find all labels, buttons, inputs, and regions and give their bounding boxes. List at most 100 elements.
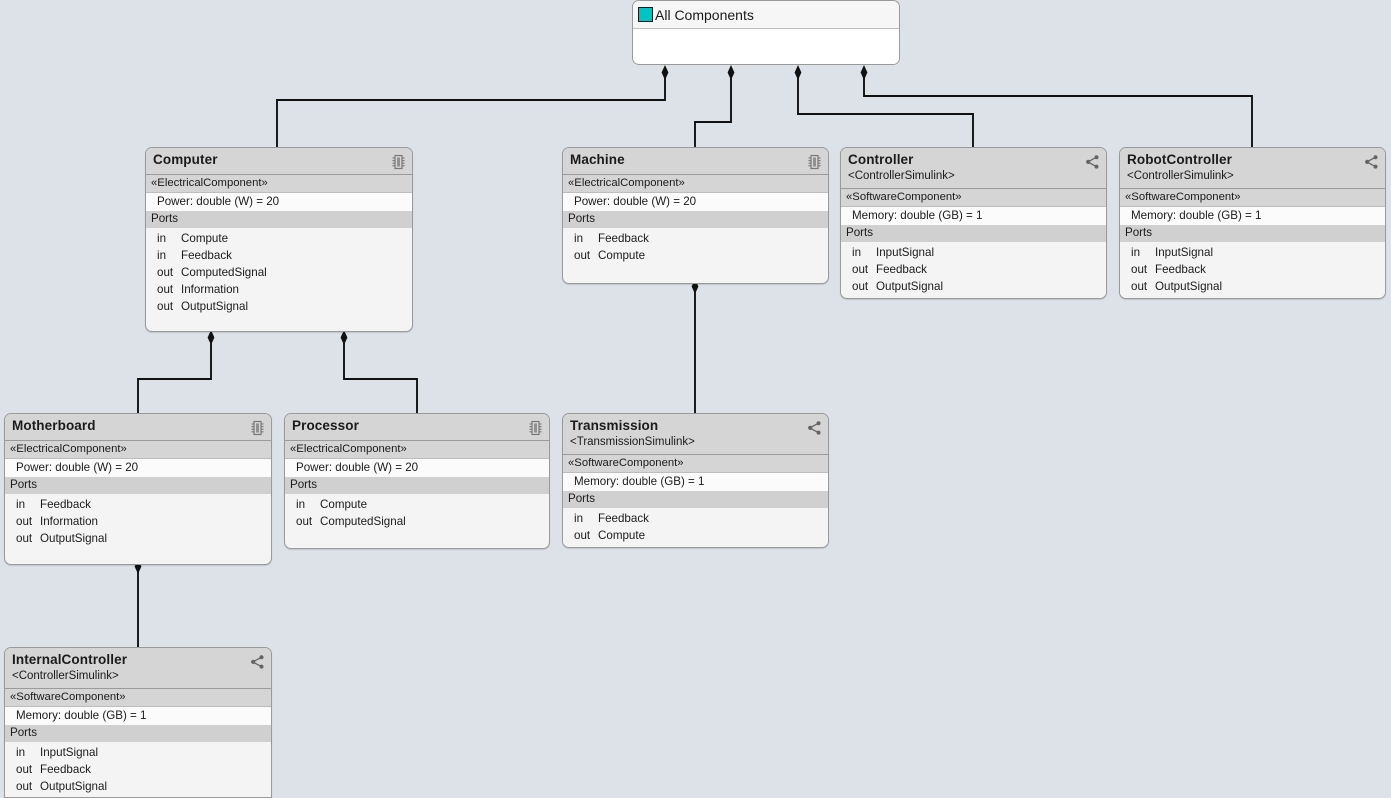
processor-stereotype: «ElectricalComponent»: [285, 441, 549, 459]
wire-allcomponents-controller: [797, 72, 974, 148]
controller-title: Controller: [848, 152, 914, 167]
internalcontroller-stereotype: «SoftwareComponent»: [5, 689, 271, 707]
transmission-property: Memory: double (GB) = 1: [563, 473, 828, 491]
machine-ports-header: Ports: [563, 211, 828, 228]
chip-icon[interactable]: [250, 420, 265, 436]
block-transmission[interactable]: Transmission <TransmissionSimulink> «Sof…: [562, 413, 829, 548]
processor-header: Processor: [285, 414, 549, 441]
controller-header: Controller <ControllerSimulink>: [841, 148, 1106, 189]
processor-title: Processor: [292, 418, 359, 433]
controller-ports-header: Ports: [841, 225, 1106, 242]
block-machine[interactable]: Machine «ElectricalComponent» Power: dou…: [562, 147, 829, 284]
robotcontroller-ports-header: Ports: [1120, 225, 1385, 242]
wire-allcomponents-robotcontroller: [863, 72, 1253, 148]
wire-allcomponents-computer: [276, 72, 666, 148]
processor-property: Power: double (W) = 20: [285, 459, 549, 477]
block-processor[interactable]: Processor «ElectricalComponent» Power: d…: [284, 413, 550, 549]
computer-stereotype: «ElectricalComponent»: [146, 175, 412, 193]
motherboard-ports-header: Ports: [5, 477, 271, 494]
simulink-link-icon[interactable]: [807, 420, 822, 436]
simulink-link-icon[interactable]: [1364, 154, 1379, 170]
machine-title: Machine: [570, 152, 625, 167]
computer-property: Power: double (W) = 20: [146, 193, 412, 211]
processor-ports-header: Ports: [285, 477, 549, 494]
chip-icon[interactable]: [528, 420, 543, 436]
robotcontroller-title: RobotController: [1127, 152, 1232, 167]
block-all-components[interactable]: All Components: [632, 0, 900, 65]
simulink-link-icon[interactable]: [1085, 154, 1100, 170]
robotcontroller-header: RobotController <ControllerSimulink>: [1120, 148, 1385, 189]
motherboard-property: Power: double (W) = 20: [5, 459, 271, 477]
wire-computer-processor: [343, 337, 418, 414]
transmission-header: Transmission <TransmissionSimulink>: [563, 414, 828, 455]
transmission-sublink: <TransmissionSimulink>: [570, 436, 695, 448]
controller-stereotype: «SoftwareComponent»: [841, 189, 1106, 207]
controller-property: Memory: double (GB) = 1: [841, 207, 1106, 225]
robotcontroller-sublink: <ControllerSimulink>: [1127, 170, 1234, 182]
internalcontroller-sublink: <ControllerSimulink>: [12, 670, 119, 682]
machine-property: Power: double (W) = 20: [563, 193, 828, 211]
chip-icon[interactable]: [391, 154, 406, 170]
computer-title: Computer: [153, 152, 218, 167]
all-components-body: [633, 29, 899, 64]
machine-header: Machine: [563, 148, 828, 175]
block-motherboard[interactable]: Motherboard «ElectricalComponent» Power:…: [4, 413, 272, 565]
teal-square-icon: [638, 7, 653, 22]
block-internalcontroller[interactable]: InternalController <ControllerSimulink> …: [4, 647, 272, 798]
all-components-title: All Components: [655, 6, 754, 23]
motherboard-stereotype: «ElectricalComponent»: [5, 441, 271, 459]
internalcontroller-property: Memory: double (GB) = 1: [5, 707, 271, 725]
all-components-header: All Components: [633, 1, 899, 29]
wire-allcomponents-machine: [694, 72, 732, 148]
transmission-stereotype: «SoftwareComponent»: [563, 455, 828, 473]
block-controller[interactable]: Controller <ControllerSimulink> «Softwar…: [840, 147, 1107, 299]
internalcontroller-header: InternalController <ControllerSimulink>: [5, 648, 271, 689]
transmission-ports-header: Ports: [563, 491, 828, 508]
transmission-title: Transmission: [570, 418, 659, 433]
motherboard-header: Motherboard: [5, 414, 271, 441]
robotcontroller-stereotype: «SoftwareComponent»: [1120, 189, 1385, 207]
internalcontroller-title: InternalController: [12, 652, 128, 667]
simulink-link-icon[interactable]: [250, 654, 265, 670]
computer-header: Computer: [146, 148, 412, 175]
computer-ports-header: Ports: [146, 211, 412, 228]
internalcontroller-ports-header: Ports: [5, 725, 271, 742]
block-computer[interactable]: Computer «ElectricalComponent» Power: do…: [145, 147, 413, 332]
machine-stereotype: «ElectricalComponent»: [563, 175, 828, 193]
motherboard-title: Motherboard: [12, 418, 96, 433]
controller-sublink: <ControllerSimulink>: [848, 170, 955, 182]
block-robotcontroller[interactable]: RobotController <ControllerSimulink> «So…: [1119, 147, 1386, 299]
chip-icon[interactable]: [807, 154, 822, 170]
wire-computer-motherboard: [137, 337, 212, 414]
